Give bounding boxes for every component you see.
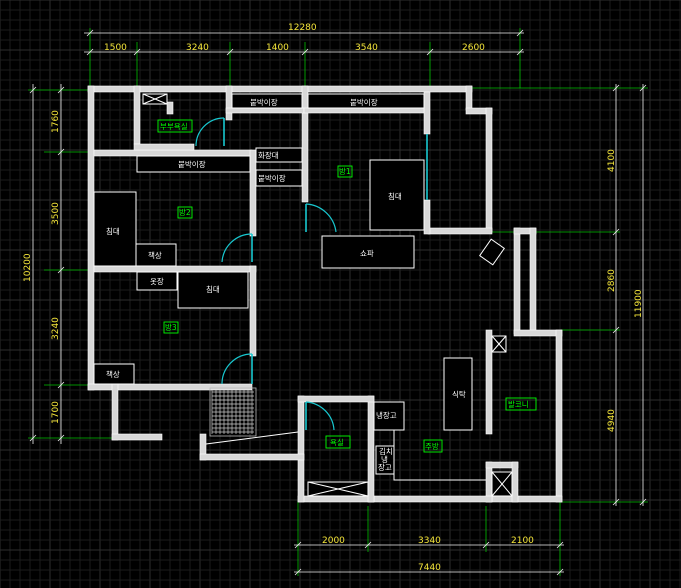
furniture-labels: 붙박이장 붙박이장 붙박이장 화장대 붙박이장 침대 책상 침대 쇼파 옷장 침…	[106, 97, 466, 472]
label-vanity: 화장대	[258, 150, 279, 160]
label-bed-room3: 침대	[206, 285, 220, 294]
top-total-dim: 12280	[288, 23, 317, 33]
top-dimensions: 12280 1500 3240 1400 3540 2600	[84, 23, 524, 88]
label-room1: 방1	[339, 166, 351, 176]
bottom-dim-3: 2100	[511, 536, 534, 546]
top-dim-2: 3240	[186, 43, 209, 53]
bottom-dim-1: 2000	[322, 536, 345, 546]
label-kimchi-3: 장고	[378, 462, 392, 472]
top-dim-4: 3540	[355, 43, 378, 53]
label-closet-d: 붙박이장	[258, 173, 286, 183]
left-dim-3: 3240	[51, 317, 61, 340]
label-kitchen: 주방	[425, 441, 439, 451]
right-dimensions: 4100 2860 4940 11900	[470, 84, 648, 506]
right-dim-1: 4100	[607, 149, 617, 172]
label-closet-a: 붙박이장	[250, 97, 278, 107]
right-dim-3: 4940	[607, 409, 617, 432]
label-bed-room2: 침대	[106, 227, 120, 236]
bottom-total-dim: 7440	[418, 563, 441, 573]
left-dim-4: 1700	[51, 401, 61, 424]
label-bed-room1: 침대	[388, 192, 402, 201]
label-kimchi-1: 김치	[379, 446, 393, 456]
left-dimensions: 10200 1760 3500 3240 1700	[23, 84, 112, 444]
label-bath: 욕실	[330, 437, 344, 447]
hatched-shaft	[211, 390, 254, 434]
left-dim-1: 1760	[51, 110, 61, 133]
label-desk-room3: 책상	[106, 369, 120, 379]
right-dim-2: 2860	[607, 269, 617, 292]
label-closet-c: 붙박이장	[178, 159, 206, 169]
label-balcony: 발코니	[508, 400, 529, 409]
label-dining-table: 식탁	[452, 389, 466, 399]
room-labels: 부부욕실 방2 방1 방3 욕실 주방 발코니	[157, 119, 537, 453]
walls	[87, 85, 563, 503]
label-room2: 방2	[179, 207, 191, 217]
top-dim-1: 1500	[104, 43, 127, 53]
left-total-dim: 10200	[23, 253, 33, 282]
top-dim-5: 2600	[462, 43, 485, 53]
top-dim-3: 1400	[266, 43, 289, 53]
fixtures	[93, 93, 513, 497]
label-sofa: 쇼파	[360, 249, 374, 258]
left-dim-2: 3500	[51, 202, 61, 225]
label-room3: 방3	[165, 322, 177, 332]
label-desk-room2: 책상	[148, 250, 162, 260]
label-closet-b: 붙박이장	[350, 97, 378, 107]
right-total-dim: 11900	[634, 289, 644, 318]
bottom-dimensions: 2000 3340 2100 7440	[294, 500, 564, 576]
label-master-bath: 부부욕실	[160, 121, 188, 131]
label-kimchi-2: 냉	[381, 454, 388, 464]
label-wardrobe: 옷장	[150, 276, 164, 286]
label-fridge: 냉장고	[376, 410, 397, 420]
bottom-dim-2: 3340	[418, 536, 441, 546]
doors	[195, 117, 337, 431]
